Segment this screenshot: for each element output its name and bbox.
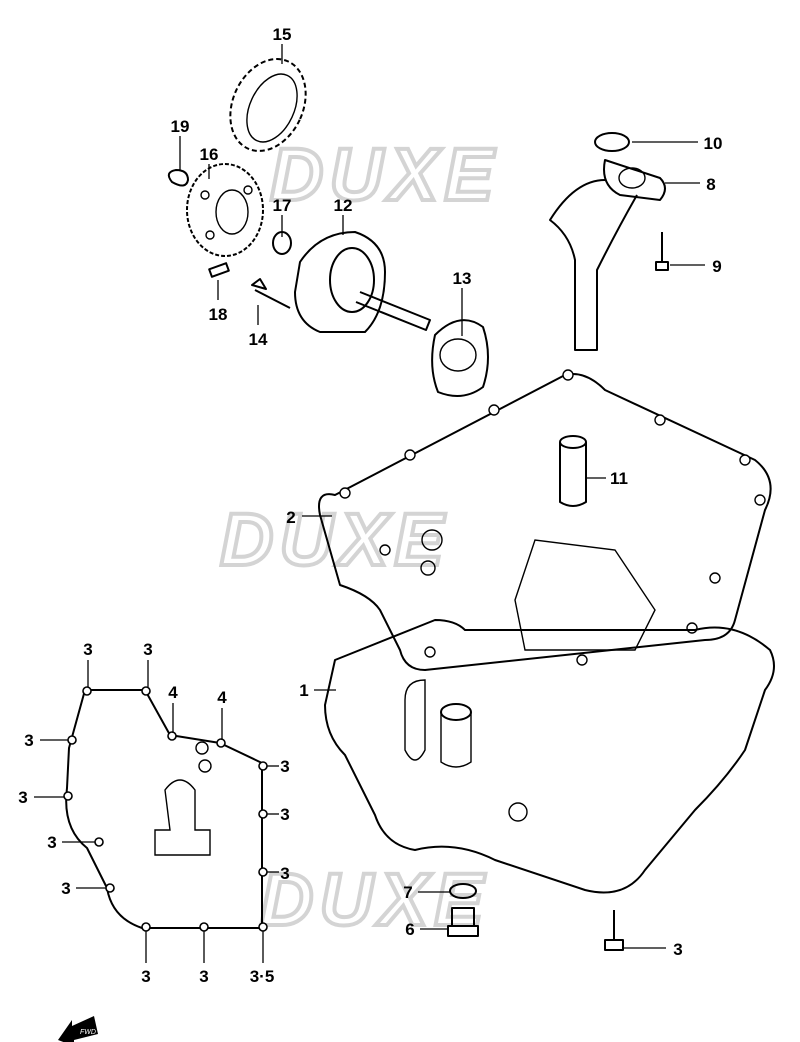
callout-3: 3 — [47, 833, 56, 852]
callout-4: 4 — [217, 688, 227, 707]
part-14-bolt — [251, 278, 291, 309]
leader-lines — [34, 44, 705, 963]
callout-3: 3 — [280, 757, 289, 776]
callout-17: 17 — [273, 196, 292, 215]
part-10-o-ring — [594, 132, 630, 152]
callout-10: 10 — [704, 134, 723, 153]
callout-14: 14 — [249, 330, 268, 349]
part-19-clip — [167, 169, 189, 187]
callout-3: 3 — [83, 640, 92, 659]
watermark: DUXE — [260, 858, 490, 941]
callout-16: 16 — [200, 145, 219, 164]
watermark: DUXE — [220, 498, 450, 581]
part-15-gear — [229, 58, 307, 152]
part-13-gasket — [431, 319, 489, 397]
part-6-drain-plug — [447, 907, 479, 937]
callout-7: 7 — [403, 883, 412, 902]
part-8-oil-strainer — [549, 159, 666, 351]
callout-15: 15 — [273, 25, 292, 44]
callout-3: 3 — [18, 788, 27, 807]
callout-3: 3 — [24, 731, 33, 750]
part-3-bolt — [604, 910, 624, 951]
callout-3: 3 — [143, 640, 152, 659]
part-18-pin — [208, 262, 230, 278]
callout-11: 11 — [610, 469, 628, 488]
forward-arrow-icon: FWD — [58, 1016, 98, 1042]
part-9-bolt — [655, 232, 669, 271]
callout-9: 9 — [712, 257, 721, 276]
callout-3: 3 — [61, 879, 70, 898]
part-11-cylinder — [559, 442, 587, 507]
callout-8: 8 — [706, 175, 715, 194]
callout-3-5: 3·5 — [250, 967, 275, 986]
callout-2: 2 — [286, 508, 295, 527]
part-12-oil-pump — [294, 231, 431, 333]
callout-12: 12 — [334, 196, 353, 215]
callout-18: 18 — [209, 305, 228, 324]
watermark: DUXE — [270, 133, 500, 216]
part-1-oil-pan — [324, 619, 775, 894]
callout-3: 3 — [199, 967, 208, 986]
part-7-washer — [449, 883, 477, 899]
callout-3: 3 — [280, 805, 289, 824]
callout-3: 3 — [141, 967, 150, 986]
callout-labels: 15 19 16 17 12 13 18 14 10 8 9 11 2 1 3 … — [18, 25, 722, 986]
clutch-cover-gasket — [65, 689, 263, 929]
part-16-sprocket — [186, 163, 264, 257]
svg-text:FWD: FWD — [80, 1029, 96, 1036]
callout-1: 1 — [299, 681, 308, 700]
callout-3: 3 — [673, 940, 682, 959]
callout-13: 13 — [453, 269, 472, 288]
callout-4: 4 — [168, 683, 178, 702]
callout-19: 19 — [171, 117, 190, 136]
callout-3: 3 — [280, 864, 289, 883]
part-2-gasket — [318, 373, 772, 671]
gasket-bolt-holes — [63, 686, 268, 932]
callout-6: 6 — [405, 920, 414, 939]
